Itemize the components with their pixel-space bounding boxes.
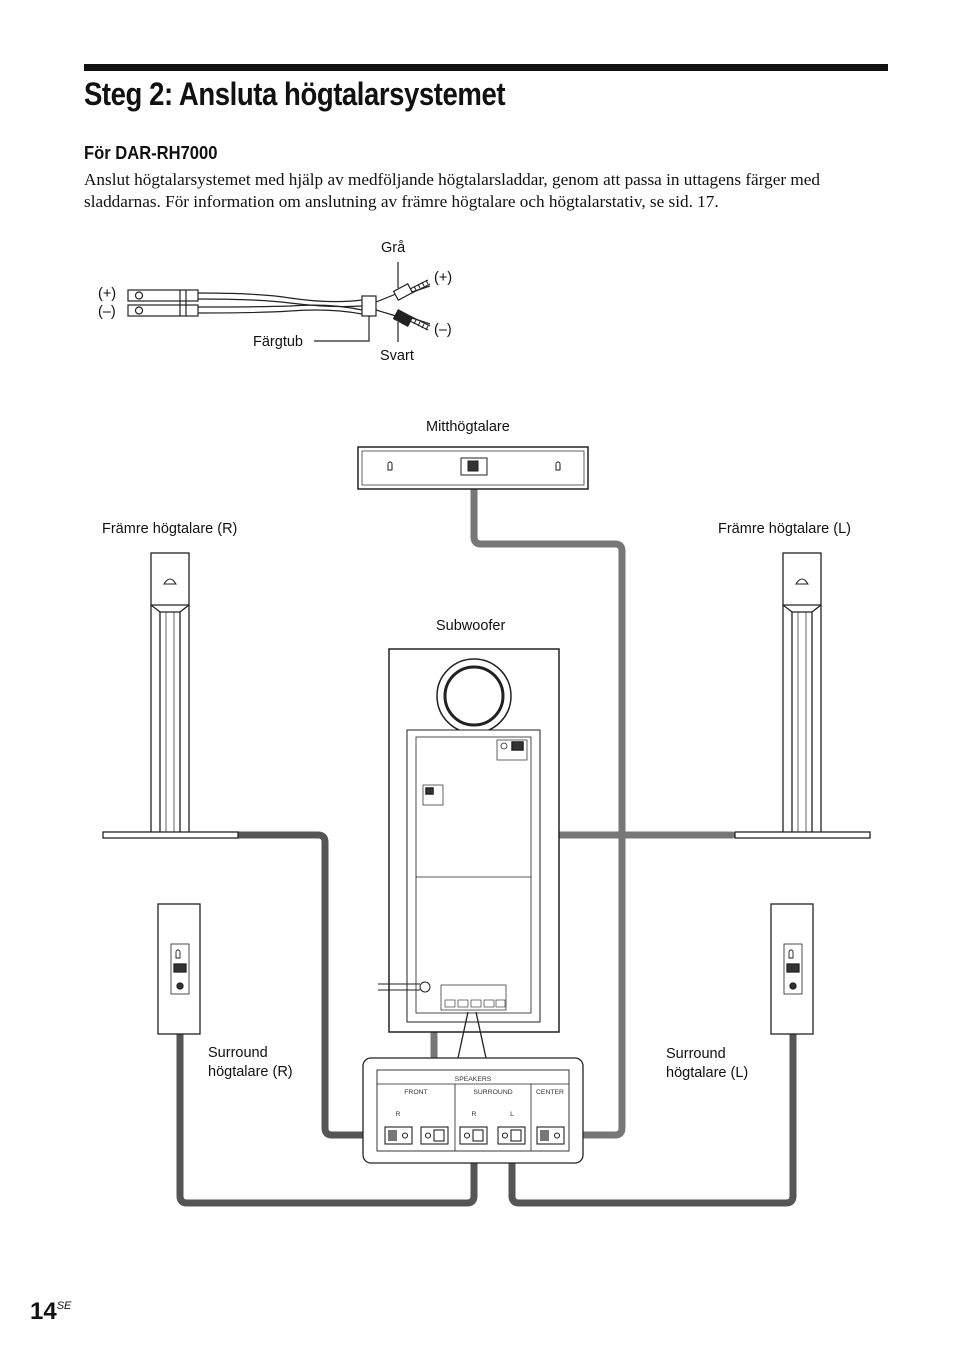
center-speaker [357,446,589,490]
surround-speaker-r [157,903,201,1035]
plus-right-label: (+) [434,270,452,286]
zoom-indicator [457,1011,487,1059]
surround-l-label-line2: högtalare (L) [666,1065,748,1081]
front-speaker-r [102,552,239,839]
instruction-paragraph: Anslut högtalarsystemet med hjälp av med… [84,170,820,211]
speaker-cable-illustration [127,262,431,342]
speaker-terminal-panel [362,1057,584,1164]
page-number: 14SE [30,1298,72,1325]
panel-surround-l-label: L [510,1111,514,1118]
surround-speaker-l [770,903,814,1035]
surround-r-label-line2: högtalare (R) [208,1064,293,1080]
surround-r-label-line1: Surround [208,1045,268,1061]
panel-center-label: CENTER [536,1089,564,1096]
panel-terminals [384,1126,565,1145]
panel-surround-label: SURROUND [473,1089,512,1096]
front-speaker-l [734,552,871,839]
section-subtitle: För DAR-RH7000 [84,143,218,163]
black-wire-label: Svart [380,348,414,364]
center-speaker-label: Mitthögtalare [426,419,510,435]
color-tube-label: Färgtub [253,334,303,350]
panel-front-label: FRONT [404,1089,427,1096]
panel-surround-r-label: R [472,1111,477,1118]
subwoofer [378,648,560,1033]
front-speaker-r-label: Främre högtalare (R) [102,521,237,537]
plus-left-label: (+) [98,286,116,302]
page-language-suffix: SE [56,1300,72,1312]
top-rule [84,64,888,71]
panel-front-r-label: R [396,1111,401,1118]
page-title: Steg 2: Ansluta högtalarsystemet [84,76,506,112]
grey-wire-label: Grå [381,240,406,256]
minus-right-label: (–) [434,322,452,338]
minus-left-label: (–) [98,304,116,320]
surround-l-label-line1: Surround [666,1046,726,1062]
subwoofer-label: Subwoofer [436,618,505,634]
panel-title: SPEAKERS [455,1076,492,1083]
front-speaker-l-label: Främre högtalare (L) [718,521,851,537]
